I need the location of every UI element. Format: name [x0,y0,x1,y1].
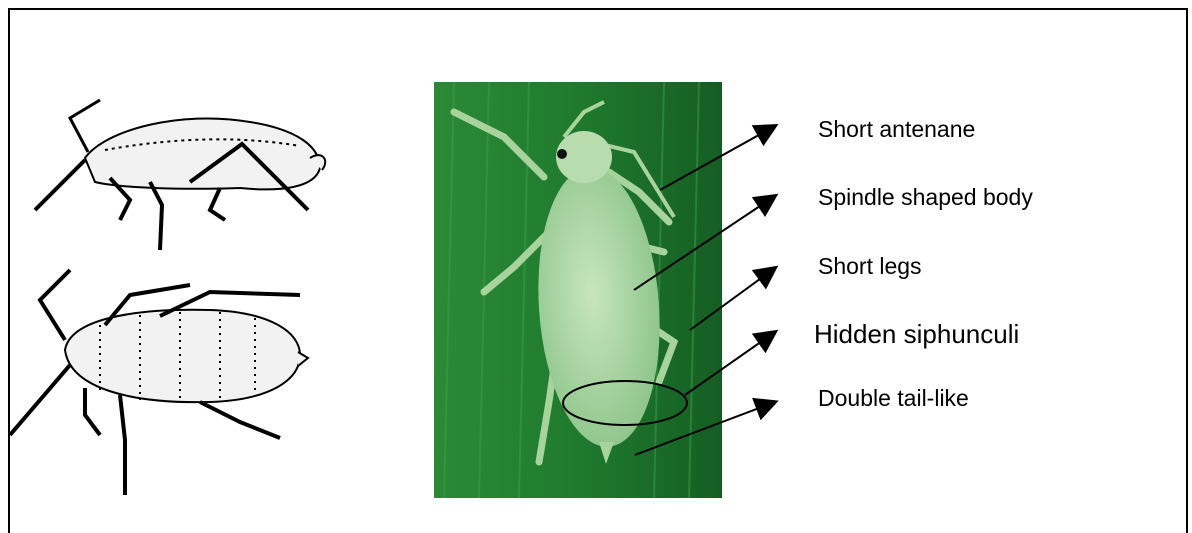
aphid-dorsal-view [10,270,308,495]
label-hidden-siphunculi: Hidden siphunculi [792,310,1092,358]
aphid-photo [434,82,722,498]
aphid-eye [557,149,567,159]
label-short-legs: Short legs [792,238,992,294]
label-spindle-body: Spindle shaped body [792,174,1114,220]
label-double-tail: Double tail-like [792,374,1030,422]
aphid-side-view [35,100,325,250]
label-short-antennae: Short antenane [792,104,1044,154]
aphid-line-drawings [10,70,420,520]
